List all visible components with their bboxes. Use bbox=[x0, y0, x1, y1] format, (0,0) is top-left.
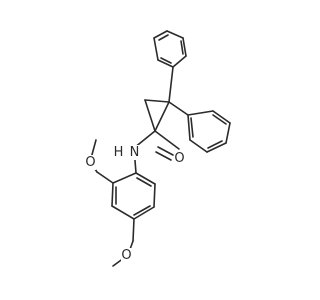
bond bbox=[187, 110, 214, 116]
carbonyl-oxygen-label: O bbox=[174, 151, 184, 166]
bond bbox=[136, 177, 152, 187]
bond bbox=[212, 114, 227, 125]
bond bbox=[207, 140, 223, 149]
bond bbox=[153, 30, 168, 39]
bond bbox=[168, 66, 174, 103]
bond bbox=[111, 182, 114, 207]
amide-hydrogen-label: H bbox=[114, 145, 124, 160]
bond bbox=[180, 40, 184, 55]
bond bbox=[112, 172, 137, 184]
bond bbox=[144, 99, 156, 132]
bond bbox=[157, 146, 174, 156]
bond bbox=[132, 218, 135, 242]
amide-nitrogen-label: N bbox=[130, 145, 140, 160]
bond bbox=[133, 205, 151, 216]
bond bbox=[153, 183, 156, 208]
atom-label-background bbox=[121, 248, 132, 263]
bond bbox=[157, 59, 174, 68]
bond bbox=[168, 101, 189, 116]
structure-diagram: O H N O O bbox=[85, 30, 231, 267]
bond bbox=[166, 30, 184, 39]
bond bbox=[189, 139, 208, 153]
bond bbox=[225, 122, 231, 144]
bond bbox=[133, 206, 155, 220]
bond bbox=[206, 142, 227, 153]
bond bbox=[190, 117, 194, 138]
bond bbox=[182, 37, 187, 57]
bond bbox=[144, 99, 170, 103]
ortho-methoxy-oxygen-label: O bbox=[85, 155, 95, 170]
para-methoxy-oxygen-label: O bbox=[121, 248, 131, 263]
atom-label-background bbox=[174, 151, 185, 166]
bond bbox=[158, 34, 169, 41]
atom-labels: O H N O O bbox=[85, 145, 185, 263]
bond bbox=[172, 55, 187, 68]
bond bbox=[154, 101, 170, 132]
bond bbox=[154, 130, 180, 150]
atom-label-background bbox=[111, 145, 141, 160]
bond bbox=[96, 171, 114, 184]
bond bbox=[153, 37, 159, 61]
bond bbox=[187, 114, 191, 141]
bond bbox=[135, 172, 156, 185]
atom-label-background bbox=[85, 155, 96, 170]
bond bbox=[212, 110, 231, 124]
bond bbox=[160, 57, 172, 64]
bond bbox=[155, 151, 172, 161]
bond bbox=[111, 205, 135, 220]
